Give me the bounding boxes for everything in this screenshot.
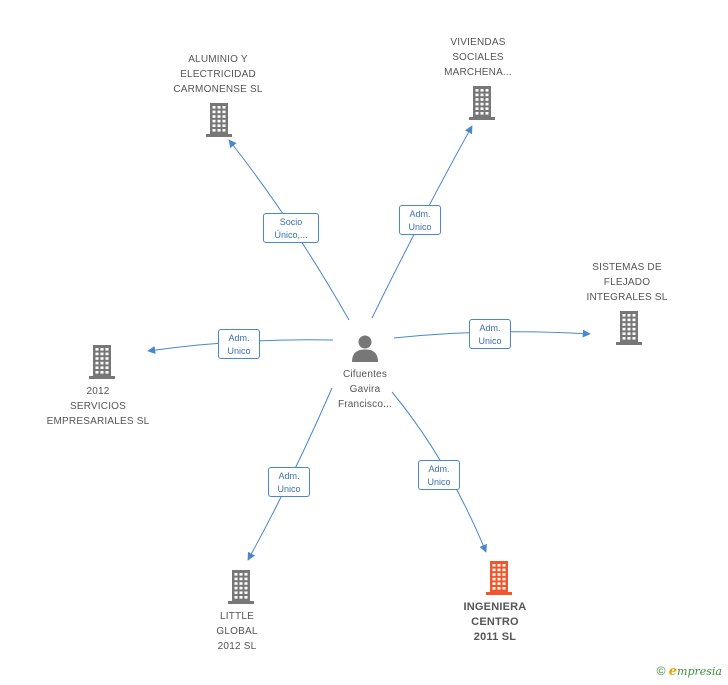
company-name-line: INTEGRALES SL	[586, 292, 668, 303]
building-icon[interactable]	[204, 103, 234, 142]
relation-text-line: Único,...	[274, 230, 308, 240]
brand-logo: empresia	[668, 664, 722, 679]
relation-text-line: Adm.	[409, 209, 431, 219]
company-label-sistemas[interactable]: SISTEMAS DE FLEJADO INTEGRALES SL	[567, 260, 687, 305]
company-label-little[interactable]: LITTLE GLOBAL 2012 SL	[197, 609, 277, 654]
company-name-line: MARCHENA...	[444, 67, 512, 78]
company-name-line: CARMONENSE SL	[173, 84, 263, 95]
company-name-line: CENTRO	[471, 616, 519, 628]
relation-text-line: Socio	[279, 217, 303, 227]
relation-text-line: Unico	[478, 336, 502, 346]
brand-logo-letter: e	[668, 664, 678, 679]
company-name-line: LITTLE	[220, 611, 254, 622]
company-name-line: 2011 SL	[473, 631, 517, 643]
company-name-line: GLOBAL	[216, 626, 258, 637]
relation-text-line: Unico	[227, 346, 251, 356]
relation-text-line: Adm.	[278, 471, 300, 481]
person-name[interactable]: Cifuentes Gavira Francisco...	[313, 367, 417, 412]
relation-label-viviendas[interactable]: Adm. Unico	[399, 205, 441, 235]
relation-text-line: Adm.	[428, 464, 450, 474]
company-name-line: EMPRESARIALES SL	[46, 416, 150, 427]
relation-label-servicios[interactable]: Adm. Unico	[218, 329, 260, 359]
relation-text-line: Adm.	[479, 323, 501, 333]
company-label-aluminio[interactable]: ALUMINIO Y ELECTRICIDAD CARMONENSE SL	[153, 52, 283, 97]
relation-label-little[interactable]: Adm. Unico	[268, 467, 310, 497]
building-icon[interactable]	[484, 561, 514, 600]
company-name-line: 2012	[86, 386, 110, 397]
relation-label-ingeniera[interactable]: Adm. Unico	[418, 460, 460, 490]
company-name-line: ELECTRICIDAD	[180, 69, 256, 80]
empresia-watermark[interactable]: © empresia	[657, 664, 722, 679]
company-label-viviendas[interactable]: VIVIENDAS SOCIALES MARCHENA...	[418, 35, 538, 80]
person-icon[interactable]	[350, 333, 380, 363]
relation-text-line: Unico	[427, 477, 451, 487]
company-label-ingeniera[interactable]: INGENIERA CENTRO 2011 SL	[445, 600, 545, 645]
copyright-icon: ©	[656, 664, 666, 678]
relation-text-line: Unico	[277, 484, 301, 494]
relation-text-line: Adm.	[228, 333, 250, 343]
building-icon[interactable]	[87, 345, 117, 384]
company-label-servicios[interactable]: 2012 SERVICIOS EMPRESARIALES SL	[38, 384, 158, 429]
relation-label-aluminio[interactable]: Socio Único,...	[263, 213, 319, 243]
person-name-line: Cifuentes	[342, 369, 388, 380]
company-name-line: SISTEMAS DE	[592, 262, 662, 273]
building-icon[interactable]	[467, 86, 497, 125]
company-name-line: 2012 SL	[217, 641, 257, 652]
building-icon[interactable]	[226, 570, 256, 609]
brand-logo-text: mpresia	[677, 665, 722, 678]
company-name-line: INGENIERA	[463, 601, 527, 613]
company-name-line: SERVICIOS	[69, 401, 127, 412]
company-name-line: VIVIENDAS	[450, 37, 506, 48]
company-name-line: SOCIALES	[452, 52, 504, 63]
company-name-line: FLEJADO	[603, 277, 651, 288]
company-name-line: ALUMINIO Y	[188, 54, 248, 65]
person-name-line: Francisco...	[337, 399, 393, 410]
building-icon[interactable]	[614, 311, 644, 350]
relation-text-line: Unico	[408, 222, 432, 232]
relation-label-sistemas[interactable]: Adm. Unico	[469, 319, 511, 349]
person-name-line: Gavira	[349, 384, 381, 395]
